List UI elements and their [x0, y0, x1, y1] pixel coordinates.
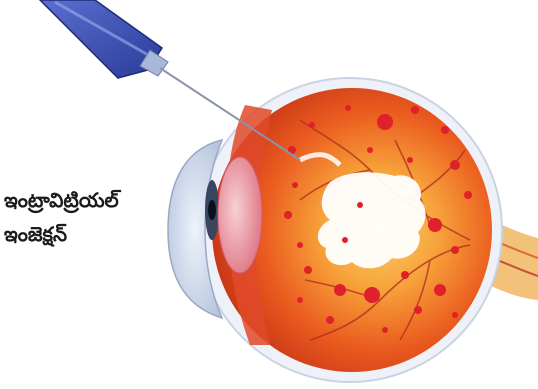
hemorrhage-dot — [441, 126, 449, 134]
hemorrhage-dot — [326, 316, 334, 324]
hemorrhage-dot — [297, 297, 303, 303]
hemorrhage-dot — [428, 218, 442, 232]
hemorrhage-dot — [304, 266, 312, 274]
hemorrhage-dot — [451, 246, 459, 254]
hemorrhage-dot — [284, 211, 292, 219]
label-line-1: ఇంట్రావిట్రియల్ — [4, 183, 119, 217]
hemorrhage-dot — [411, 106, 419, 114]
hemorrhage-dot — [342, 237, 348, 243]
hemorrhage-dot — [357, 202, 363, 208]
hemorrhage-dot — [464, 191, 472, 199]
hemorrhage-dot — [377, 114, 393, 130]
hemorrhage-dot — [334, 284, 346, 296]
hemorrhage-dot — [292, 182, 298, 188]
lens — [218, 157, 262, 273]
hemorrhage-dot — [452, 312, 458, 318]
hemorrhage-dot — [382, 327, 388, 333]
hemorrhage-dot — [345, 105, 351, 111]
hemorrhage-dot — [450, 160, 460, 170]
hemorrhage-dot — [414, 306, 422, 314]
pupil — [208, 200, 216, 220]
hemorrhage-dot — [407, 157, 413, 163]
injection-label: ఇంట్రావిట్రియల్ ఇంజెక్షన్ — [4, 183, 119, 251]
hemorrhage-dot — [401, 271, 409, 279]
hemorrhage-dot — [364, 287, 380, 303]
hemorrhage-dot — [297, 242, 303, 248]
label-line-2: ఇంజెక్షన్ — [4, 217, 119, 251]
hemorrhage-dot — [434, 284, 446, 296]
hemorrhage-dot — [309, 122, 315, 128]
hemorrhage-dot — [367, 147, 373, 153]
lesion-area — [318, 172, 426, 268]
